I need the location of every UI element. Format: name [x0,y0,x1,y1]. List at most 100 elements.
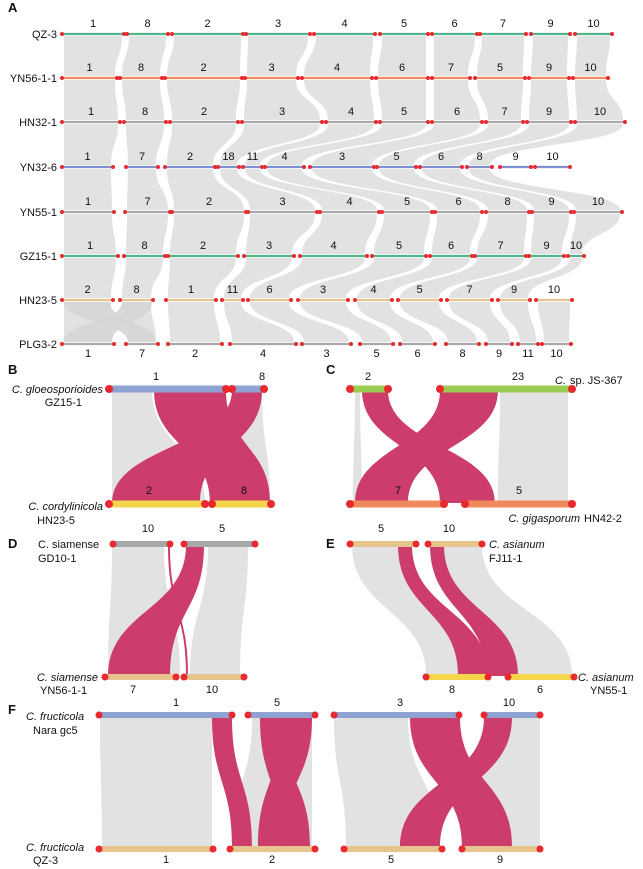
panel-a-chromosome-bar-6-3-start-marker [220,298,224,302]
panel-a-ribbon-6-10 [538,302,570,342]
panel-a-chromosome-bar-1-7-start-marker [473,76,477,80]
panel-a-chromosome-label-3-4: 11 [247,151,258,163]
panel-e-ribbon-inversion-1 [398,545,488,676]
panel-a-chromosome-bar-4-9-start-marker [572,210,576,214]
panel-a-chromosome-bar-2-0-start-marker [60,120,64,124]
panel-f-top-chr-label-1: 1 [173,697,179,709]
panel-e-top-bar-1-start-marker [346,540,354,548]
panel-f-letter: F [8,702,16,717]
panel-c-ribbon-gray-2 [498,390,568,503]
panel-a-chromosome-label-6-6: 4 [370,284,376,296]
panel-a-chromosome-label-6-7: 5 [416,284,422,296]
panel-a-chromosome-bar-0-5-end-marker [426,32,430,36]
panel-a-chromosome-bar-4-8-start-marker [530,210,534,214]
panel-a-chromosome-bar-1-2-end-marker [240,76,244,80]
panel-a-chromosome-label-2-1: 8 [142,106,148,118]
panel-a-chromosome-label-7-0: 1 [85,348,91,360]
panel-a-chromosome-bar-2-3-start-marker [240,120,244,124]
panel-a-chromosome-label-5-5: 5 [396,240,402,252]
panel-a-ribbon-4-4 [302,214,377,254]
panel-a-chromosome-label-6-8: 7 [466,284,472,296]
panel-e-bottom-bar-1-end-marker [484,673,492,681]
panel-a-ribbon-6-9 [500,302,536,342]
panel-a-chromosome-bar-5-7-start-marker [473,254,477,258]
panel-a-ribbon-1-7 [477,80,523,120]
panel-a-chromosome-bar-6-9-start-marker [496,298,500,302]
panel-d-bottom-bar-2-end-marker [240,673,248,681]
panel-f-top-bar-2-end-marker [311,711,319,719]
panel-a-ribbon-5-8 [449,258,562,298]
panel-a-chromosome-bar-5-2-end-marker [236,254,240,258]
panel-a-chromosome-label-3-3: 18 [222,151,234,163]
panel-a-chromosome-bar-6-6-start-marker [353,298,357,302]
panel-f-top-bar-4-end-marker [536,711,544,719]
panel-d-top-bar-1-start-marker [109,540,117,548]
panel-f-bottom-chr-label-2: 2 [269,854,275,866]
panel-c-bottom-chr-label-2: 5 [516,485,522,497]
panel-a-ribbon-1-9 [575,80,623,120]
panel-f-top-bar-1-end-marker [228,711,236,719]
panel-a-ribbon-4-9 [570,214,620,254]
panel-a-chromosome-bar-7-5-end-marker [391,342,395,346]
panel-a-ribbon-6-2 [168,302,220,342]
panel-a-chromosome-bar-2-8-end-marker [569,120,573,124]
panel-f-bottom-bar-1-end-marker [209,845,217,853]
panel-a-chromosome-label-7-10: 10 [550,348,562,360]
panel-a-ribbon-4-6 [432,214,480,254]
panel-a-chromosome-bar-4-0-end-marker [112,210,116,214]
panel-a-chromosome-label-7-7: 8 [459,348,465,360]
panel-a-chromosome-bar-1-3-end-marker [296,76,300,80]
panel-a-letter: A [8,0,18,15]
panel-a-chromosome-bar-4-6-end-marker [480,210,484,214]
panel-a-chromosome-bar-1-1-end-marker [160,76,164,80]
panel-f-ribbon-inversion-3 [258,717,312,847]
panel-a-chromosome-bar-3-2-start-marker [163,165,167,169]
panel-a-chromosome-bar-3-5-end-marker [302,165,306,169]
panel-a-chromosome-label-2-2: 2 [201,106,207,118]
panel-f-top-species: C. fructicola [26,711,84,723]
panel-a-chromosome-label-1-3: 3 [268,62,274,74]
panel-d-top-species: C. siamense [38,539,99,551]
panel-a-ribbon-0-4 [304,36,373,76]
panel-d-top-bar-1-end-marker [166,540,174,548]
panel-a-chromosome-bar-6-5-end-marker [346,298,350,302]
panel-a-chromosome-bar-6-0-start-marker [60,298,64,302]
panel-a-chromosome-bar-1-4-end-marker [370,76,374,80]
panel-a-ribbon-5-3 [224,258,292,298]
panel-a-chromosome-bar-4-5-start-marker [380,210,384,214]
panel-a-ribbon-0-7 [477,36,524,76]
panel-a-chromosome-bar-2-9-end-marker [623,120,627,124]
panel-a-ribbon-3-1 [127,169,168,210]
panel-a-chromosome-bar-7-2-end-marker [220,342,224,346]
panel-a-chromosome-label-2-9: 10 [594,106,606,118]
panel-a-chromosome-label-1-1: 8 [138,62,144,74]
panel-c-top-chr-label-2: 23 [512,371,524,383]
panel-a-ribbon-5-9 [500,258,582,298]
panel-a-chromosome-bar-7-10-start-marker [540,342,544,346]
panel-c-letter: C [326,362,336,377]
panel-a-chromosome-bar-3-6-end-marker [372,165,376,169]
panel-a-chromosome-bar-3-10-end-marker [529,165,533,169]
panel-a-chromosome-label-5-9: 10 [570,240,582,252]
panel-a-chromosome-bar-0-4-end-marker [373,32,377,36]
panel-d-bottom-bar-1-end-marker [172,673,180,681]
panel-a-chromosome-bar-4-8-end-marker [569,210,573,214]
panel-a-chromosome-bar-2-2-end-marker [236,120,240,124]
panel-a-chromosome-label-2-5: 5 [401,106,407,118]
panel-a-genome-label-6: HN23-5 [19,295,57,307]
panel-c-bottom-species: C. gigasporum [508,513,580,525]
panel-a-chromosome-bar-1-8-end-marker [567,76,571,80]
panel-e-top-species: C. asianum [489,539,545,551]
panel-a-chromosome-bar-2-7-start-marker [484,120,488,124]
panel-a-chromosome-label-0-2: 2 [204,18,210,30]
panel-a-ribbon-2-9 [469,124,623,165]
panel-b-bottom-bar-2-start-marker [208,500,216,508]
panel-e-top-chr-label-2: 10 [443,523,455,535]
panel-a-chromosome-bar-0-4-start-marker [312,32,316,36]
panel-c-bottom-bar-2-start-marker [461,500,469,508]
panel-a-ribbon-3-8 [422,169,569,210]
panel-c-bottom-bar-1-end-marker [440,500,448,508]
panel-a-chromosome-bar-5-9-start-marker [566,254,570,258]
panel-a-chromosome-bar-7-1-start-marker [124,342,128,346]
panel-a-chromosome-label-6-9: 9 [511,284,517,296]
